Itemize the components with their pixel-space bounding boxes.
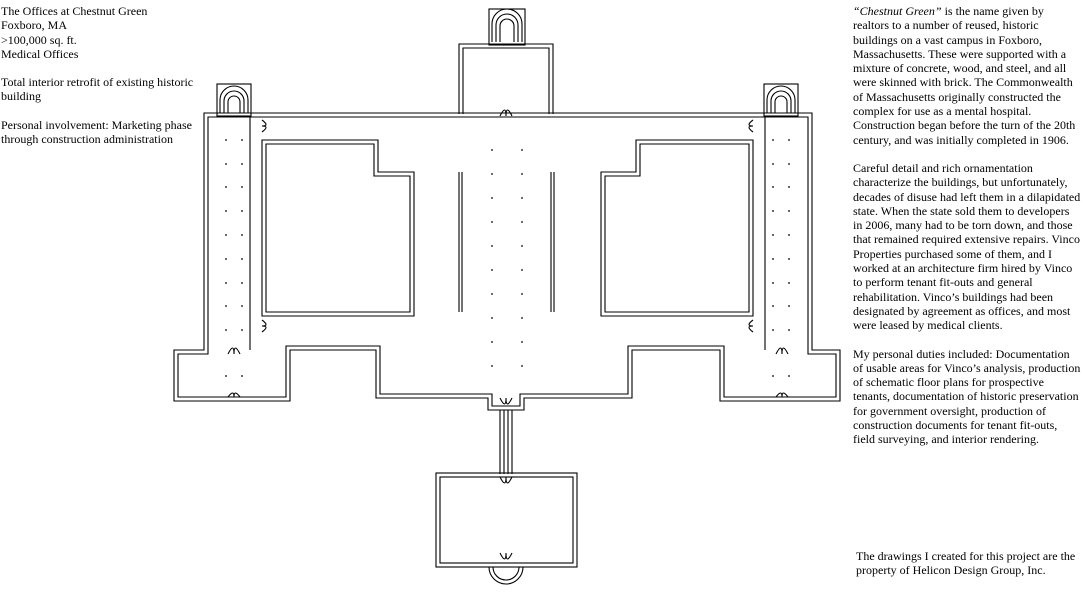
project-scope: Total interior retrofit of existing hist… (1, 75, 194, 104)
project-info: The Offices at Chestnut Green Foxboro, M… (1, 4, 201, 146)
description-paragraph-3: My personal duties included: Documentati… (853, 346, 1081, 447)
column-dots (225, 139, 790, 377)
left-courtyard (261, 139, 415, 317)
description-paragraph-1-text: is the name given by realtors to a numbe… (853, 4, 1076, 147)
chestnut-green-term: “Chestnut Green” (853, 4, 942, 18)
description-paragraph-2: Careful detail and rich ornamentation ch… (853, 160, 1081, 333)
copyright-note: The drawings I created for this project … (856, 549, 1076, 578)
top-entrance-block (458, 43, 554, 114)
project-description: “Chestnut Green” is the name given by re… (853, 4, 1081, 461)
central-partitions (458, 172, 555, 312)
project-name: The Offices at Chestnut Green (1, 4, 148, 18)
project-use: Medical Offices (1, 46, 79, 61)
wing-corridor-lines (249, 117, 766, 350)
project-involvement: Personal involvement: Marketing phase th… (1, 117, 192, 147)
right-stair-tower (763, 83, 799, 117)
project-size: >100,000 sq. ft. (1, 32, 77, 47)
description-paragraph-1: “Chestnut Green” is the name given by re… (853, 4, 1081, 147)
south-wing (435, 410, 578, 585)
project-location: Foxboro, MA (1, 18, 68, 33)
spacer (1, 104, 201, 118)
door-swings (227, 109, 789, 560)
spacer (1, 61, 201, 75)
top-stair-tower (488, 8, 526, 46)
left-stair-tower (216, 83, 252, 117)
main-building-walls (173, 112, 841, 411)
right-courtyard (600, 139, 754, 317)
